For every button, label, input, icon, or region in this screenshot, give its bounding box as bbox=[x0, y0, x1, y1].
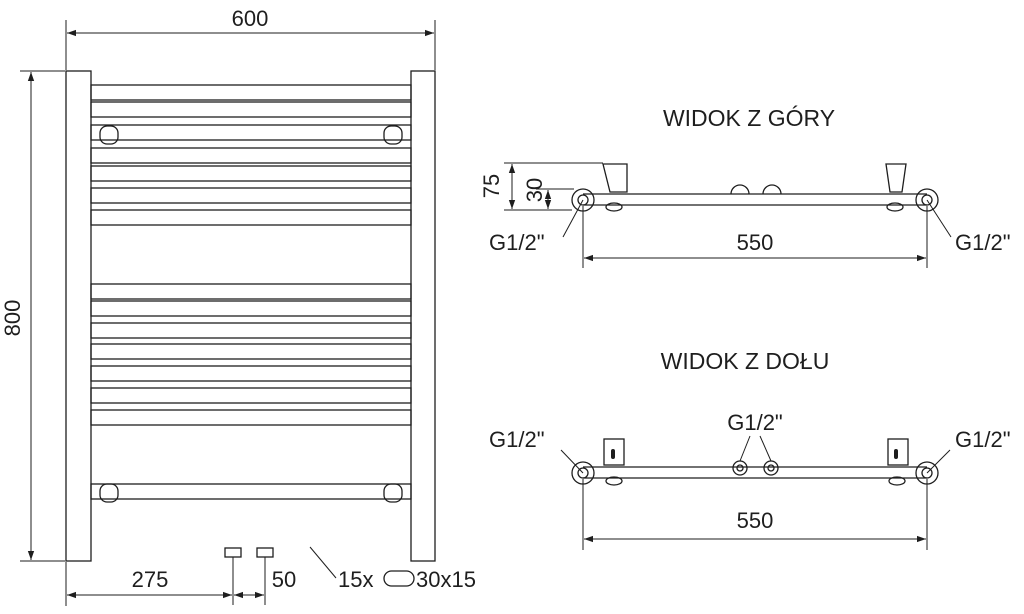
width-label: 600 bbox=[232, 6, 269, 31]
tube-size-label: 30x15 bbox=[416, 567, 476, 592]
bottom-connector-left-label: G1/2" bbox=[489, 427, 545, 452]
tube-4 bbox=[90, 147, 412, 164]
tube-2 bbox=[90, 101, 412, 118]
tube-13 bbox=[90, 387, 412, 404]
top-connector-left-label: G1/2" bbox=[489, 230, 545, 255]
tube-callout: 15x 30x15 bbox=[309, 546, 476, 592]
tube-5 bbox=[90, 165, 412, 182]
top-bracket-left bbox=[602, 163, 628, 193]
depth-label: 75 bbox=[479, 174, 504, 198]
tube-3 bbox=[90, 124, 412, 141]
bottom-center-connector-right bbox=[763, 460, 779, 476]
bracket-top-right bbox=[383, 125, 403, 145]
height-dimension: 800 bbox=[0, 70, 65, 562]
offset-label: 275 bbox=[132, 567, 169, 592]
tube-profile-icon bbox=[383, 570, 415, 587]
left-post bbox=[65, 70, 92, 562]
tube-12 bbox=[90, 365, 412, 382]
horizontal-tubes bbox=[90, 84, 412, 500]
tube-15 bbox=[90, 483, 412, 500]
connector-right bbox=[256, 547, 274, 558]
top-connector-right-label: G1/2" bbox=[955, 230, 1011, 255]
bottom-dimensions: 275 50 bbox=[65, 562, 296, 606]
tube-count-label: 15x bbox=[338, 567, 373, 592]
spacing-label: 50 bbox=[272, 567, 296, 592]
front-view: 600 800 275 50 15x 30x15 bbox=[0, 6, 476, 606]
bottom-view-title: WIDOK Z DOŁU bbox=[661, 348, 830, 374]
top-span-label: 550 bbox=[737, 230, 774, 255]
bottom-bracket-left bbox=[603, 438, 625, 466]
pipe-depth-label: 30 bbox=[522, 178, 547, 202]
top-view: WIDOK Z GÓRY 75 30 550 G1/2" G1 bbox=[479, 105, 1011, 268]
bottom-connector-right-label: G1/2" bbox=[955, 427, 1011, 452]
tube-7 bbox=[90, 209, 412, 226]
top-center-connector-left bbox=[730, 184, 750, 195]
tube-6 bbox=[90, 187, 412, 204]
bracket-bottom-right bbox=[383, 483, 403, 503]
tube-10 bbox=[90, 322, 412, 339]
bottom-span-label: 550 bbox=[737, 508, 774, 533]
height-label: 800 bbox=[0, 300, 25, 337]
bottom-view: WIDOK Z DOŁU 550 G1/2" G1/2" G1/2" bbox=[489, 348, 1011, 550]
bracket-top-left bbox=[99, 125, 119, 145]
bottom-center-connector-left bbox=[732, 460, 748, 476]
bottom-bracket-right bbox=[887, 438, 909, 466]
tube-8 bbox=[90, 283, 412, 300]
bracket-bottom-left bbox=[99, 483, 119, 503]
top-bracket-right bbox=[885, 163, 907, 193]
connector-left bbox=[224, 547, 242, 558]
width-dimension: 600 bbox=[65, 6, 436, 70]
top-center-connector-right bbox=[762, 184, 782, 195]
tube-9 bbox=[90, 300, 412, 317]
top-view-title: WIDOK Z GÓRY bbox=[663, 105, 835, 131]
tube-11 bbox=[90, 343, 412, 360]
wall-brackets bbox=[99, 125, 403, 503]
bottom-connector-center-label: G1/2" bbox=[727, 410, 783, 435]
tube-14 bbox=[90, 409, 412, 426]
right-post bbox=[410, 70, 436, 562]
tube-1 bbox=[90, 84, 412, 101]
bottom-connectors bbox=[224, 547, 274, 605]
